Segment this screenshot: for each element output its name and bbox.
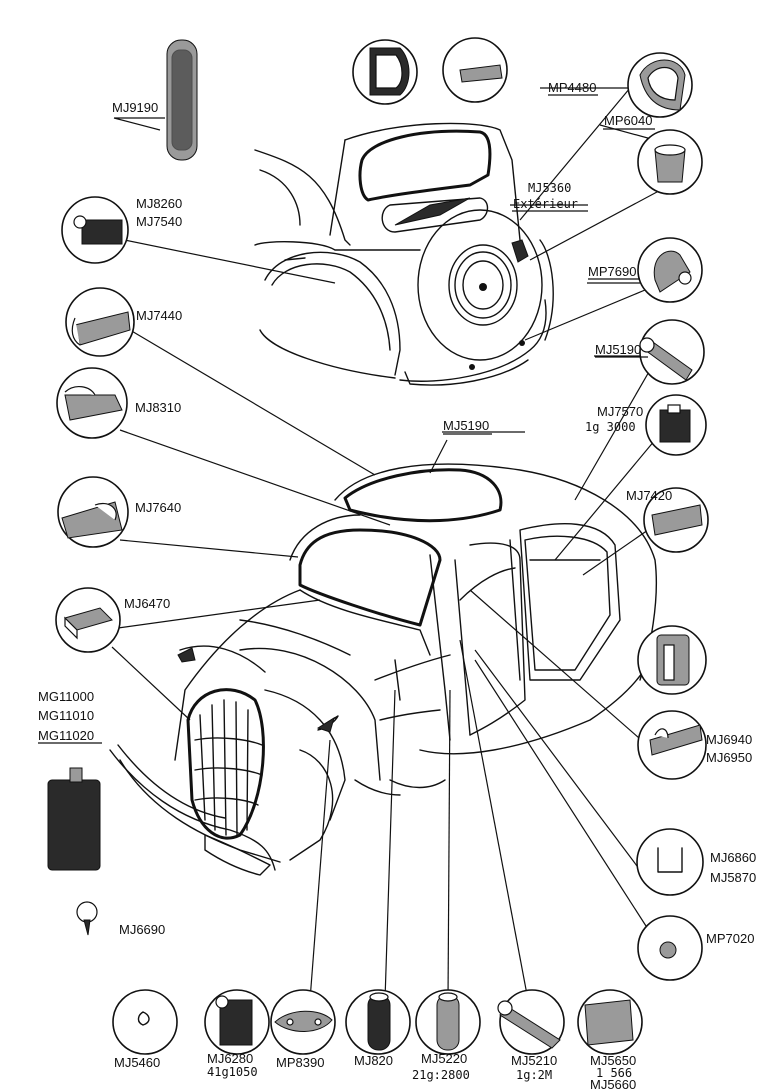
label-mp6040: MP6040 [604,113,652,128]
label-mp7690: MP7690 [588,264,636,279]
label-mj7640: MJ7640 [135,500,181,515]
part-mp4480-thumbnail [639,59,686,111]
label-mp8390: MP8390 [276,1055,324,1070]
part-mg11000-thumbnail [47,767,101,871]
part-mj5190-thumbnail [639,337,693,381]
label-mg11000: MG11000 [38,689,94,704]
label-mj6950: MJ6950 [706,750,752,765]
label-mj8260: MJ8260 [136,196,182,211]
part-mj6860-circle [636,828,704,896]
label-mj6280: MJ6280 [207,1051,253,1066]
part-mj6860-thumbnail [657,847,683,873]
label-mj5360: MJ5360 [528,181,571,195]
label-mj7420: MJ7420 [626,488,672,503]
part-mp7020-thumbnail [659,941,677,959]
part-mj6690-thumbnail [76,901,98,936]
label-mj7440: MJ7440 [136,308,182,323]
label-exterieur: Extérieur [513,197,578,211]
label-mj5210-length: 1g:2M [516,1068,552,1082]
part-mj820-thumbnail [367,992,391,1051]
part-mj9190-thumbnail [166,39,198,161]
part-mj5460-circle [112,989,178,1055]
part-mp8390-thumbnail [274,1010,333,1032]
label-mj5650-length: 1 566 [596,1066,632,1080]
part-mp6040-thumbnail [654,144,686,183]
label-mj7540: MJ7540 [136,214,182,229]
label-mj6860: MJ6860 [710,850,756,865]
label-mj5220: MJ5220 [421,1051,467,1066]
part-mj6470-thumbnail [64,607,113,640]
part-mj7570-thumbnail [659,404,691,443]
label-mj5870: MJ5870 [710,870,756,885]
part-mj6280-thumbnail [215,995,253,1046]
label-mj820: MJ820 [354,1053,393,1068]
label-mj5650: MJ5650 [590,1053,636,1068]
label-underlines [38,94,655,744]
part-mj5460-thumbnail [137,1011,150,1026]
part-mj5650-thumbnail [584,999,634,1046]
label-mj6690: MJ6690 [119,922,165,937]
leader-lines [99,87,671,1001]
car-front-view [109,463,658,876]
part-mj5210-thumbnail [497,1000,561,1049]
label-mj9190: MJ9190 [112,100,158,115]
label-mj5190-right: MJ5190 [595,342,641,357]
car-rear-view [254,122,554,386]
part-mj7640-thumbnail [61,501,123,539]
part-mp7690-thumbnail [653,250,692,293]
label-mj6470: MJ6470 [124,596,170,611]
label-mg11010: MG11010 [38,708,94,723]
label-mj6280-length: 41g1050 [207,1065,258,1079]
part-mj8310-thumbnail [64,386,123,421]
label-mj8310: MJ8310 [135,400,181,415]
part-mid-right-thumbnail [656,634,690,686]
label-mg11020: MG11020 [38,728,94,743]
part-mj7420-thumbnail [651,504,703,536]
part-mj5220-thumbnail [436,992,460,1051]
label-mj7570-length: 1g 3000 [585,420,636,434]
labels: MJ9190 MJ8260 MJ7540 MJ7440 MJ8310 MJ764… [38,80,756,1091]
label-mj5220-length: 21g:2800 [412,1068,470,1082]
label-mj5210: MJ5210 [511,1053,557,1068]
label-mp4480: MP4480 [548,80,596,95]
label-mj5460: MJ5460 [114,1055,160,1070]
part-top1-thumbnail [369,47,410,96]
part-mj6940-thumbnail [649,724,703,756]
label-mp7020: MP7020 [706,931,754,946]
label-mj7570: MJ7570 [597,404,643,419]
label-mj5660: MJ5660 [590,1077,636,1091]
part-mj7440-thumbnail [71,311,131,346]
part-top2-thumbnail [459,64,503,83]
part-mj8260-thumbnail [73,215,123,245]
label-mj6940: MJ6940 [706,732,752,747]
label-mj5190-roof: MJ5190 [443,418,489,433]
